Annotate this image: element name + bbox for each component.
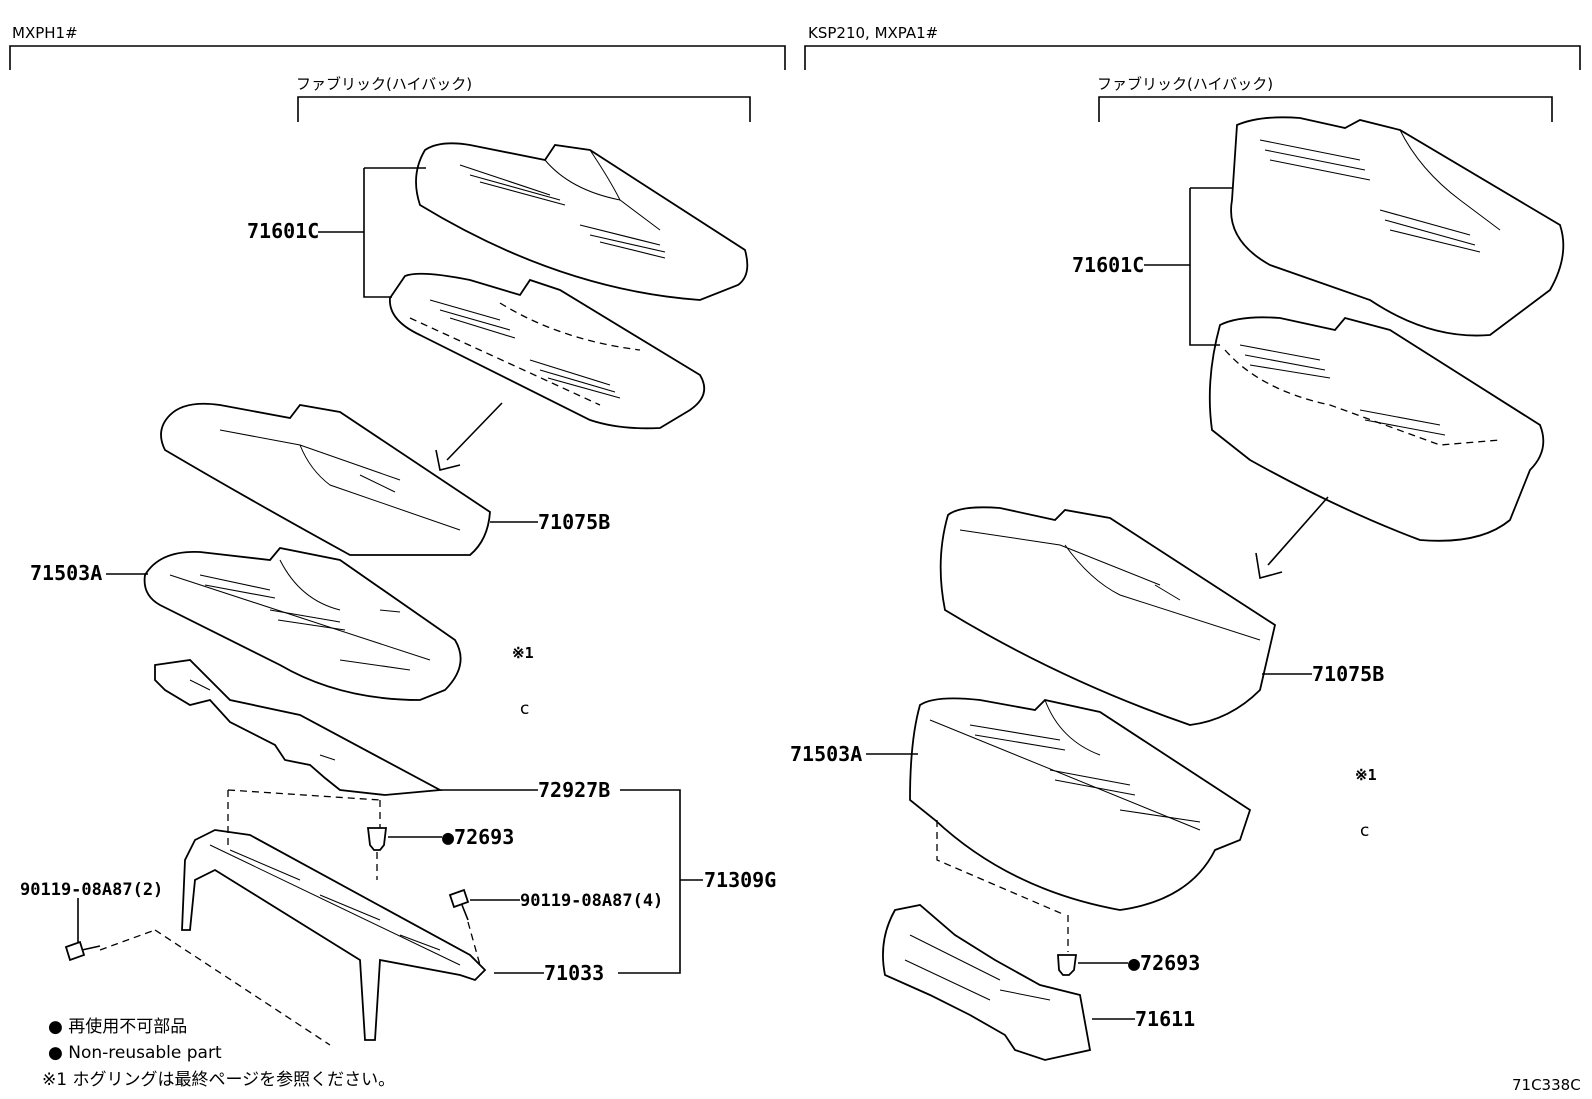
left-label-bolt-left: 90119-08A87(2) — [20, 880, 163, 900]
left-frame-dashed-guides — [99, 789, 381, 1046]
left-cover-upper — [415, 142, 749, 301]
left-hog-ring-icon: c — [520, 699, 529, 719]
left-frame — [181, 829, 487, 1041]
left-frame-cushion — [143, 547, 462, 701]
legend-non-reusable-en: ● Non-reusable part — [48, 1043, 222, 1063]
left-sub-bracket — [297, 96, 751, 122]
left-clip-icon — [366, 827, 388, 880]
right-section-header: KSP210, MXPA1# — [808, 24, 938, 42]
legend-hog-ring-note: ※1 ホグリングは最終ページを参照ください。 — [42, 1070, 395, 1090]
right-clip-icon — [1057, 915, 1078, 976]
left-label-cover: 71601C — [247, 219, 319, 243]
left-cover-bracket — [363, 167, 426, 298]
right-sub-bracket — [1098, 96, 1553, 122]
right-cover-lower — [1208, 316, 1545, 542]
right-label-spring: 71611 — [1135, 1007, 1195, 1031]
right-label-cover: 71601C — [1072, 253, 1144, 277]
left-label-assembly: 71309G — [704, 868, 776, 892]
left-assembly-bracket — [618, 789, 681, 974]
diagram-code: 71C338C — [1512, 1076, 1581, 1094]
right-spring — [882, 904, 1092, 1061]
legend-non-reusable-jp: ● 再使用不可部品 — [48, 1016, 187, 1037]
left-label-bolt-right: 90119-08A87(4) — [520, 891, 663, 911]
right-label-pad: 71075B — [1312, 662, 1384, 686]
right-note-ref: ※1 — [1355, 766, 1377, 784]
left-label-sub-pad: 72927B — [538, 778, 610, 802]
left-label-frame: 71033 — [544, 961, 604, 985]
left-bolt-icon-1 — [64, 940, 101, 962]
left-cover-lower — [389, 272, 706, 430]
right-hog-ring-icon: c — [1360, 821, 1369, 841]
right-label-frame-cushion: 71503A — [790, 742, 862, 766]
right-pad — [939, 506, 1277, 726]
left-pad — [160, 402, 491, 556]
left-label-frame-cushion: 71503A — [30, 561, 102, 585]
right-sub-header: ファブリック(ハイバック) — [1097, 75, 1273, 93]
right-section-bracket — [804, 45, 1581, 70]
left-assembly-arrow — [435, 402, 503, 471]
right-cover-upper — [1230, 116, 1565, 337]
left-sub-pad — [154, 659, 444, 796]
left-section-header: MXPH1# — [12, 24, 78, 42]
left-sub-header: ファブリック(ハイバック) — [296, 75, 472, 93]
left-bolt-icon-2 — [448, 888, 481, 966]
right-cover-bracket — [1189, 187, 1232, 346]
left-label-pad: 71075B — [538, 510, 610, 534]
left-section-bracket — [9, 45, 786, 70]
right-assembly-arrow — [1255, 496, 1329, 580]
right-frame-cushion — [909, 697, 1252, 916]
right-label-clip: ●72693 — [1128, 951, 1200, 975]
left-label-clip: ●72693 — [442, 825, 514, 849]
left-note-ref: ※1 — [512, 644, 534, 662]
